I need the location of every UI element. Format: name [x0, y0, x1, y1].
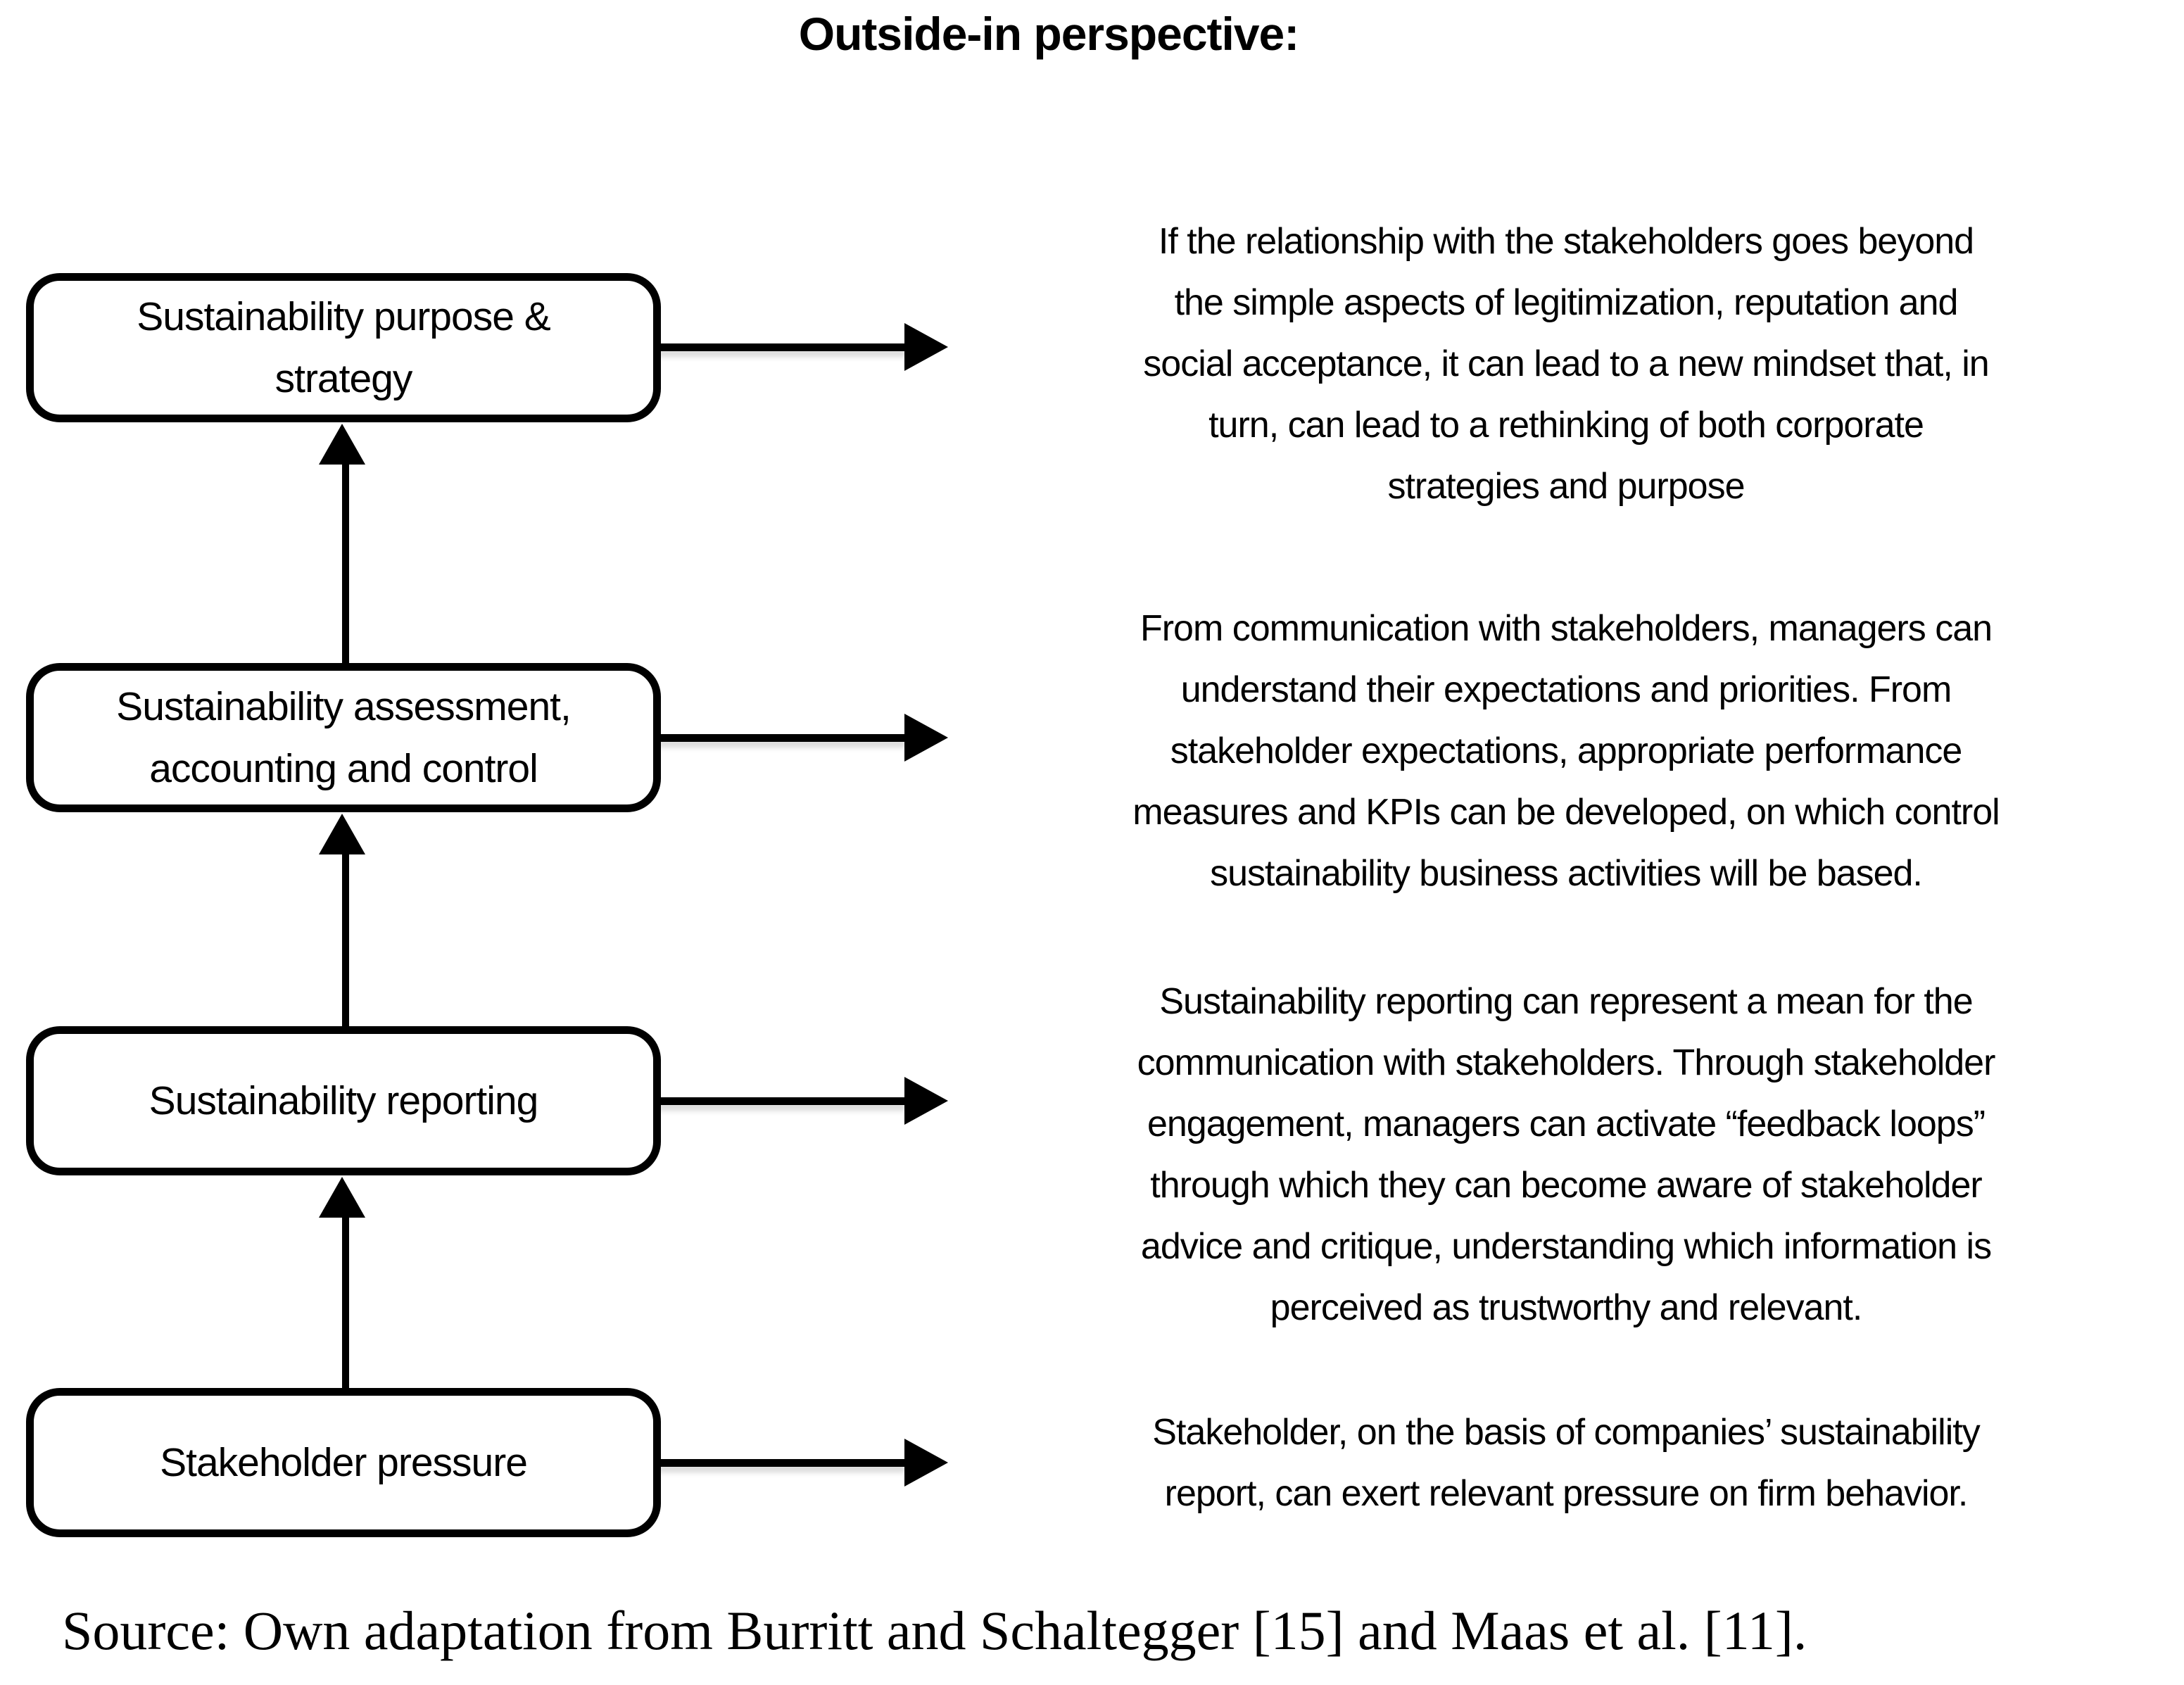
up-arrow-shaft	[342, 457, 349, 664]
description-sustainability-purpose-strategy: If the relationship with the stakeholder…	[1143, 221, 1989, 507]
box-sustainability-reporting: Sustainability reporting	[26, 1026, 661, 1175]
right-arrow-icon	[904, 323, 948, 371]
diagram-title: Outside-in perspective:	[798, 8, 1300, 60]
box-sustainability-purpose-strategy: Sustainability purpose & strategy	[26, 273, 661, 422]
description-sustainability-assessment-accounting-control: From communication with stakeholders, ma…	[1132, 608, 2000, 894]
right-arrow-shaft	[658, 1459, 906, 1467]
up-arrow-shaft	[342, 847, 349, 1028]
box-stakeholder-pressure: Stakeholder pressure	[26, 1388, 661, 1537]
box-sustainability-assessment-accounting-control: Sustainability assessment, accounting an…	[26, 663, 661, 812]
right-arrow-shaft	[658, 343, 906, 351]
source-caption: Source: Own adaptation from Burritt and …	[62, 1600, 1807, 1661]
right-arrow-icon	[904, 714, 948, 762]
description-sustainability-reporting: Sustainability reporting can represent a…	[1137, 981, 1996, 1328]
right-arrow-icon	[904, 1439, 948, 1487]
description-stakeholder-pressure: Stakeholder, on the basis of companies’ …	[1152, 1412, 1980, 1514]
right-arrow-icon	[904, 1077, 948, 1125]
right-arrow-shaft	[658, 734, 906, 742]
right-arrow-shaft	[658, 1097, 906, 1105]
up-arrow-shaft	[342, 1211, 349, 1389]
